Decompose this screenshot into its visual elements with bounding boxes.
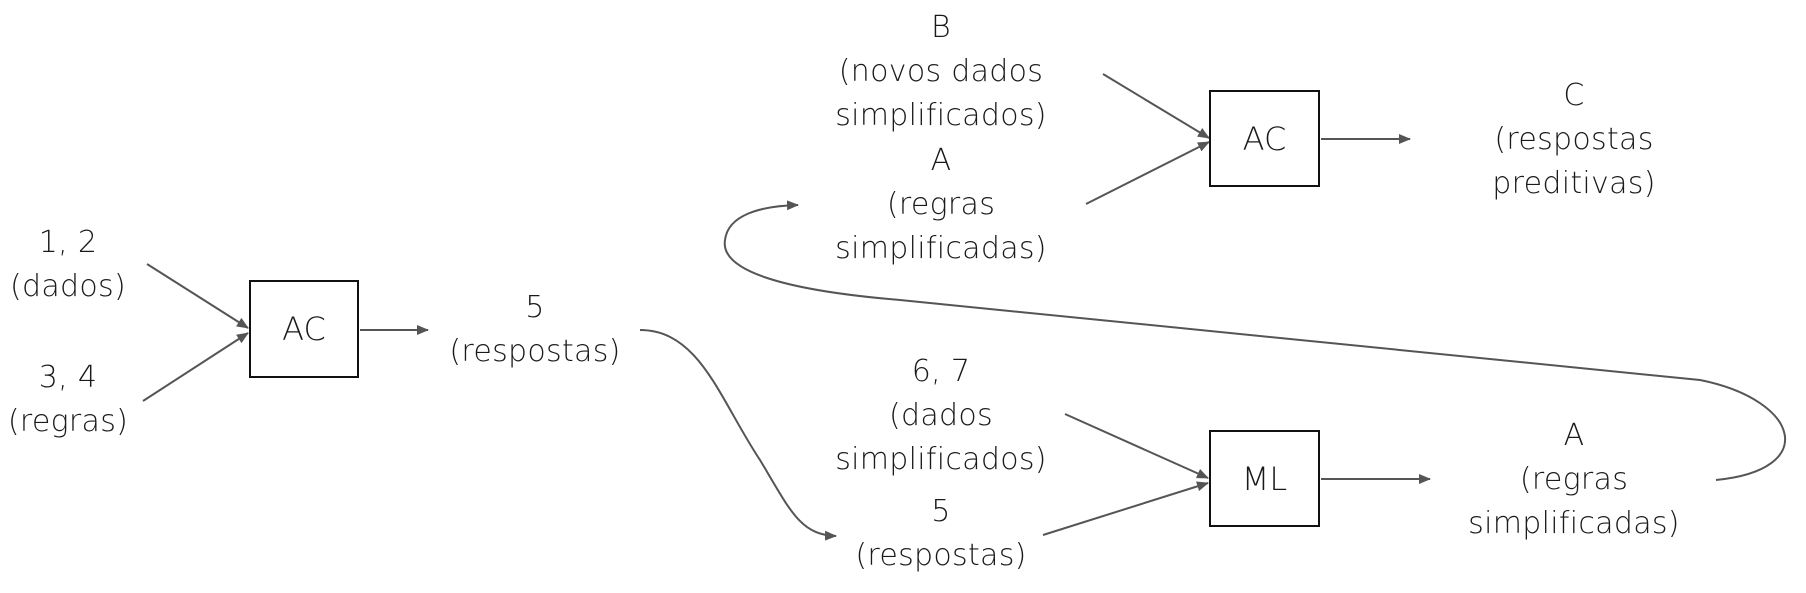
top-b-label: B (novos dados simplificados): [835, 10, 1047, 133]
ac-box-left: AC: [249, 280, 359, 378]
top-a-label: A (regras simplificadas): [835, 143, 1047, 266]
arrow-a-to-ac-top: [1085, 141, 1210, 205]
bottom-a-label: A (regras simplificadas): [1468, 418, 1680, 541]
output-respostas-label: 5 (respostas): [449, 290, 621, 369]
input-regras-label: 3, 4 (regras): [7, 360, 129, 439]
input-dados-label: 1, 2 (dados): [10, 225, 126, 304]
top-c-label: C (respostas preditivas): [1492, 78, 1656, 201]
ac-box-top: AC: [1209, 90, 1320, 187]
curve-respostas-to-bottom: [639, 329, 837, 541]
arrow-dados-to-ac: [146, 263, 249, 329]
bottom-respostas-label: 5 (respostas): [855, 494, 1027, 573]
curve-feedback-loop: [723, 200, 1787, 481]
ml-box-bottom: ML: [1209, 430, 1320, 527]
arrow-dados-simpl-to-ml: [1064, 413, 1209, 479]
arrow-b-to-ac-top: [1102, 73, 1210, 139]
arrow-respostas-to-ml: [1042, 481, 1209, 536]
arrow-regras-to-ac: [142, 332, 249, 402]
bottom-dados-label: 6, 7 (dados simplificados): [835, 354, 1047, 477]
